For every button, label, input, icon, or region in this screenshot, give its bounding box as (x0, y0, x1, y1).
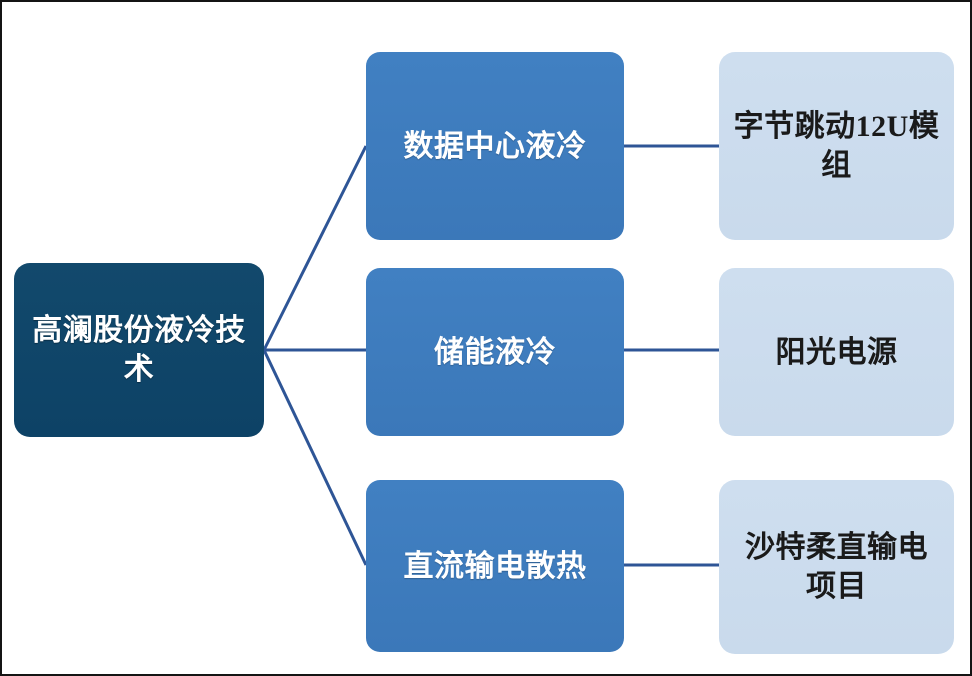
node-root-label: 高澜股份液冷技术 (32, 314, 246, 386)
node-leaf-1[interactable]: 字节跳动12U模组 (719, 52, 954, 240)
node-leaf-1-label: 字节跳动12U模组 (733, 110, 940, 182)
connector-root-to-branch-1 (262, 145, 368, 351)
node-branch-2-label: 储能液冷 (434, 335, 556, 369)
node-branch-1[interactable]: 数据中心液冷 (366, 52, 624, 240)
node-branch-2[interactable]: 储能液冷 (366, 268, 624, 436)
connector-root-to-branch-3 (262, 349, 368, 566)
node-leaf-3[interactable]: 沙特柔直输电项目 (719, 480, 954, 654)
node-leaf-2-label: 阳光电源 (775, 335, 898, 369)
node-branch-3[interactable]: 直流输电散热 (366, 480, 624, 652)
node-branch-3-label: 直流输电散热 (403, 549, 587, 583)
node-leaf-3-label: 沙特柔直输电项目 (745, 531, 928, 603)
node-root[interactable]: 高澜股份液冷技术 (14, 263, 264, 437)
node-branch-1-label: 数据中心液冷 (403, 129, 587, 163)
node-leaf-2[interactable]: 阳光电源 (719, 268, 954, 436)
